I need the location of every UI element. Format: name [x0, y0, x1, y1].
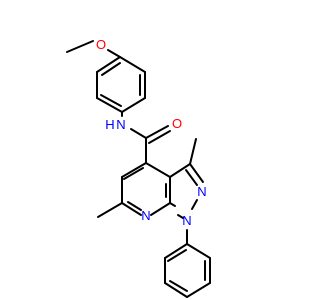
bond-carbonyl-o-double: [148, 130, 171, 144]
bond-o-aryl: [107, 49, 121, 58]
bonds: [66, 40, 211, 298]
bond-ring-a-6: [96, 56, 121, 73]
pyrazole-n2-label: N: [197, 184, 206, 199]
atom-labels: O N H O N N N: [96, 37, 207, 228]
bond-ring-b-6: [186, 243, 211, 259]
bond-ring-a-3: [121, 97, 146, 113]
bond-methyl-3: [189, 138, 197, 165]
bond-pyridine-3: [121, 202, 142, 216]
bond-ring-b-4: [186, 282, 211, 298]
bond-pyrazole-3: [191, 199, 198, 210]
bond-ring-b-1-inner: [167, 249, 187, 262]
bond-pyrazole-2-inner: [185, 169, 198, 186]
amide-hydrogen-label: H: [105, 117, 114, 132]
bond-methyl-o: [66, 40, 94, 53]
bond-ring-b-3-inner: [169, 280, 188, 292]
bond-carbonyl-o: [145, 125, 169, 139]
bond-methyl-6: [97, 202, 123, 218]
bond-ring-a-4: [96, 97, 123, 113]
methoxy-oxygen-label: O: [96, 37, 106, 52]
bond-pyridine-6: [145, 162, 171, 178]
bond-n-carbonyl: [130, 128, 147, 139]
bond-pyridine-1: [121, 162, 147, 178]
bond-ring-a-4-inner: [100, 94, 122, 107]
bond-ring-b-1: [164, 243, 188, 259]
bond-pyridine-1-inner: [123, 167, 144, 180]
pyrazole-n1-label: N: [182, 213, 191, 228]
bond-pyrazole-5: [169, 202, 176, 207]
bond-pyrazole-2: [189, 163, 204, 183]
bond-ring-b-3: [164, 282, 188, 298]
bond-pyridine-4: [150, 202, 171, 216]
bond-pyridine-3-inner: [127, 201, 142, 211]
carbonyl-oxygen-label: O: [172, 116, 182, 131]
amide-nitrogen-label: N: [116, 117, 125, 132]
chemical-structure-diagram: O N H O N N N: [66, 37, 211, 298]
bond-pyrazole-4: [177, 214, 184, 219]
bond-ring-a-6-inner: [101, 62, 121, 76]
pyridine-nitrogen-label: N: [141, 208, 150, 223]
bond-pyrazole-1: [169, 163, 191, 178]
bond-ring-a-1: [119, 56, 146, 73]
